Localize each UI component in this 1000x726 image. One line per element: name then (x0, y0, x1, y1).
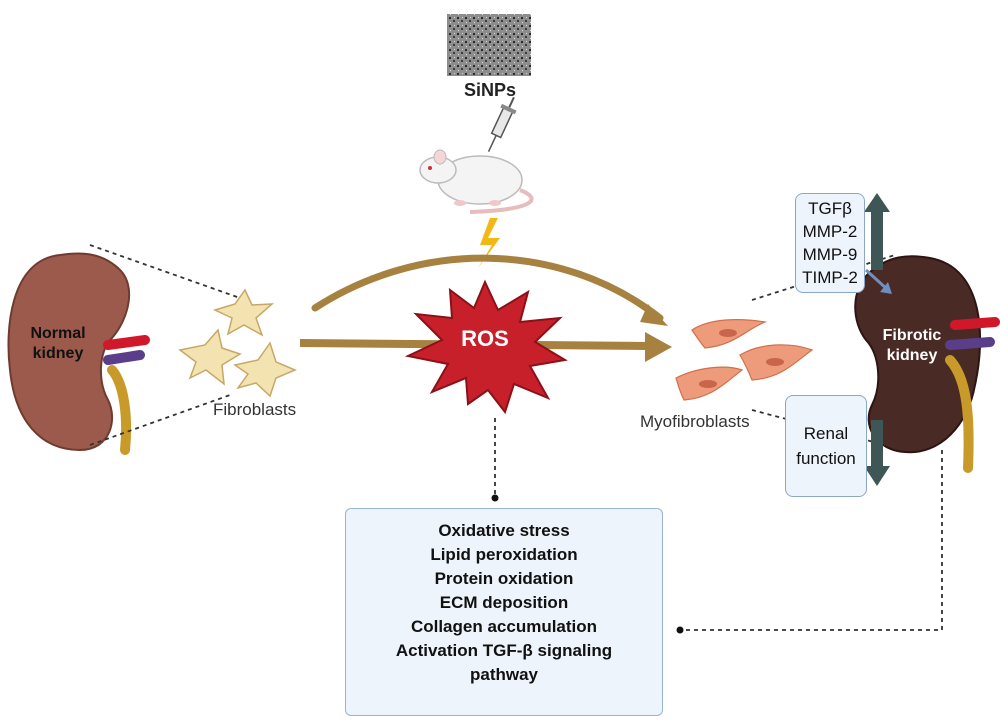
effects-box: Oxidative stress Lipid peroxidation Prot… (345, 508, 663, 716)
sinps-label: SiNPs (463, 80, 517, 100)
curved-arrow (311, 254, 664, 322)
connector-dot (491, 494, 499, 502)
effect-item: pathway (469, 665, 539, 684)
markers-box: TGFβ MMP-2 MMP-9 TIMP-2 (795, 193, 865, 293)
normal-kidney-label: Normal kidney (18, 324, 98, 364)
sinps-micrograph (447, 14, 531, 76)
effect-item: ECM deposition (439, 593, 569, 612)
normal-kidney (7, 252, 150, 455)
renal-line2: function (796, 449, 856, 468)
marker-item: MMP-2 (802, 222, 858, 241)
fibrotic-kidney-label-line2: kidney (886, 347, 938, 364)
rat-icon (419, 149, 534, 214)
fibrotic-kidney-label-line1: Fibrotic (882, 327, 942, 344)
ros-label: ROS (461, 326, 509, 351)
marker-item: TGFβ (808, 199, 852, 218)
effect-item: Collagen accumulation (410, 617, 598, 636)
down-arrow-icon (864, 420, 890, 486)
effect-item: Protein oxidation (434, 569, 574, 588)
effect-item: Lipid peroxidation (430, 545, 578, 564)
marker-item: MMP-9 (802, 245, 858, 264)
effect-item: Oxidative stress (438, 521, 570, 540)
myofibroblast-cells (675, 319, 814, 401)
syringe-icon (487, 96, 517, 153)
fibrotic-kidney-label: Fibrotic kidney (867, 326, 957, 366)
up-arrow-icon (864, 193, 890, 270)
myofibroblasts-label: Myofibroblasts (640, 412, 750, 431)
fibroblasts-label: Fibroblasts (213, 400, 297, 419)
renal-line1: Renal (803, 424, 849, 443)
connector-dot (676, 626, 684, 634)
fibroblast-cells (178, 288, 297, 398)
ros-burst (404, 279, 568, 415)
pointer-arrow-head (880, 282, 892, 294)
effect-item: Activation TGF-β signaling (395, 641, 613, 660)
curved-arrow-head (640, 304, 668, 326)
marker-item: TIMP-2 (802, 268, 858, 287)
straight-arrow-head (645, 332, 672, 362)
normal-kidney-label-line1: Normal (30, 325, 86, 342)
renal-function-box: Renal function (785, 395, 867, 497)
myofibroblast-nuclei (699, 329, 784, 388)
lightning-icon (478, 218, 500, 268)
normal-kidney-label-line2: kidney (32, 345, 84, 362)
fibrotic-kidney (854, 255, 1000, 473)
